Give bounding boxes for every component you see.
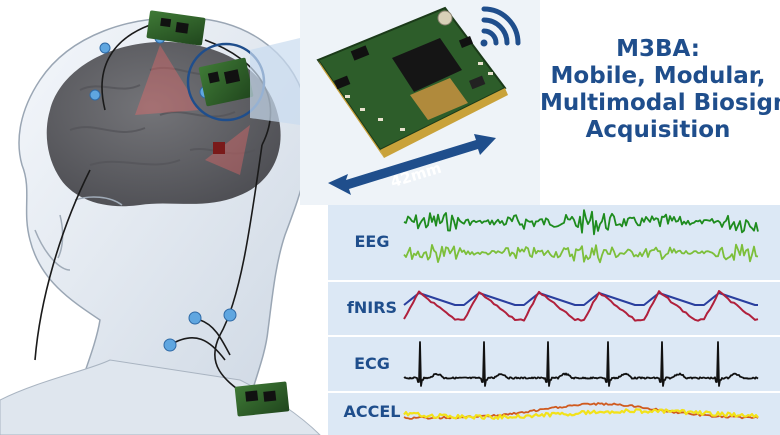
pcb-board-head-top	[146, 10, 206, 46]
label-fnirs: fNIRS	[346, 298, 398, 317]
wireless-icon	[480, 6, 521, 47]
pcb-board-circled	[198, 57, 254, 107]
panel-fnirs	[328, 282, 780, 335]
pcb-board-neck	[234, 381, 290, 417]
diagram-title: M3BA: Mobile, Modular, Multimodal Biosig…	[540, 36, 780, 144]
label-ecg: ECG	[354, 354, 390, 373]
eeg-trace-1	[403, 209, 759, 236]
label-eeg: EEG	[354, 232, 390, 251]
dimension-arrow	[328, 134, 496, 195]
label-accel: ACCEL	[343, 402, 401, 421]
ecg-trace	[403, 341, 759, 387]
pcb-photo	[300, 0, 540, 205]
signal-traces	[403, 209, 759, 420]
panel-ecg	[328, 337, 780, 391]
fnirs-trace-red	[403, 290, 759, 322]
panel-eeg	[328, 205, 780, 280]
title-line-2: Mobile, Modular,	[550, 63, 766, 89]
eeg-trace-2	[403, 243, 759, 264]
accel-trace-yellow	[403, 408, 759, 420]
title-line-4: Acquisition	[585, 117, 731, 143]
title-line-3: Multimodal Biosignal	[540, 90, 780, 116]
title-line-1: M3BA:	[616, 36, 700, 62]
fnirs-trace-blue	[403, 292, 758, 306]
zoom-connector	[250, 38, 300, 125]
head-illustration	[0, 10, 321, 435]
